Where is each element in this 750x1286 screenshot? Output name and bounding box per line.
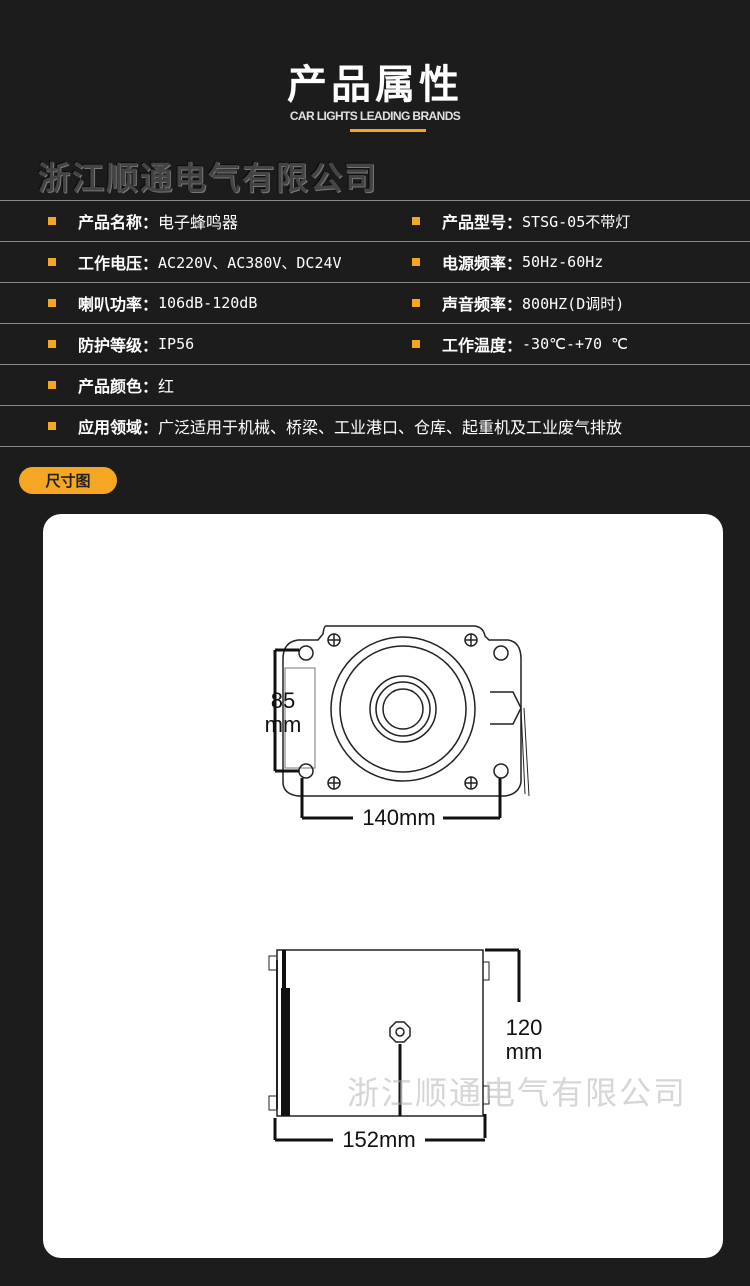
spec-value: 广泛适用于机械、桥梁、工业港口、仓库、起重机及工业废气排放 — [158, 418, 623, 437]
company-name: 浙江顺通电气有限公司 — [38, 159, 379, 197]
spec-value: -30℃-+70 ℃ — [522, 335, 628, 353]
spec-value: IP56 — [158, 335, 195, 353]
front-view-dimension-lines — [273, 648, 502, 820]
spec-value: 106dB-120dB — [158, 294, 258, 312]
spec-value: AC220V、AC380V、DC24V — [158, 253, 342, 272]
spec-item-application: 应用领域： 广泛适用于机械、桥梁、工业港口、仓库、起重机及工业废气排放 — [48, 406, 622, 446]
spec-item-model: 产品型号： STSG-05不带灯 — [412, 201, 630, 241]
spec-row: 产品颜色： 红 — [0, 364, 750, 405]
spec-row: 产品名称： 电子蜂鸣器 产品型号： STSG-05不带灯 — [0, 200, 750, 241]
watermark: 浙江顺通电气有限公司 — [347, 1074, 688, 1112]
dim-value: 85 — [270, 688, 296, 713]
front-height-label: 85 mm — [258, 689, 308, 737]
spec-value: STSG-05不带灯 — [522, 212, 631, 231]
spec-key: 工作电压： — [78, 254, 159, 273]
title-underline — [350, 129, 426, 132]
spec-item-color: 产品颜色： 红 — [48, 365, 174, 405]
spec-value: 800HZ(D调时) — [522, 294, 625, 313]
spec-key: 电源频率： — [442, 254, 523, 273]
bullet-icon — [412, 258, 420, 266]
dim-unit: mm — [264, 712, 302, 737]
side-height-label: 120 mm — [491, 1016, 557, 1064]
dimension-drawings — [268, 625, 530, 1142]
bullet-icon — [48, 217, 56, 225]
bullet-icon — [48, 258, 56, 266]
spec-row: 防护等级： IP56 工作温度： -30℃-+70 ℃ — [0, 323, 750, 364]
spec-key: 应用领域： — [78, 418, 159, 437]
bullet-icon — [48, 299, 56, 307]
dim-unit: mm — [505, 1039, 543, 1064]
spec-item-frequency: 电源频率： 50Hz-60Hz — [412, 242, 603, 282]
spec-item-name: 产品名称： 电子蜂鸣器 — [48, 201, 238, 241]
bullet-icon — [412, 299, 420, 307]
spec-row: 工作电压： AC220V、AC380V、DC24V 电源频率： 50Hz-60H… — [0, 241, 750, 282]
spec-row: 喇叭功率： 106dB-120dB 声音频率： 800HZ(D调时) — [0, 282, 750, 323]
front-view-drawing — [282, 625, 530, 797]
bullet-icon — [48, 381, 56, 389]
spec-item-temperature: 工作温度： -30℃-+70 ℃ — [412, 324, 628, 364]
side-view-dimension-lines — [273, 948, 521, 1142]
spec-key: 防护等级： — [78, 336, 159, 355]
spec-item-power: 喇叭功率： 106dB-120dB — [48, 283, 257, 323]
spec-key: 产品型号： — [442, 213, 523, 232]
spec-item-voltage: 工作电压： AC220V、AC380V、DC24V — [48, 242, 342, 282]
spec-value: 50Hz-60Hz — [522, 253, 604, 271]
spec-key: 产品颜色： — [78, 377, 159, 396]
front-width-label: 140mm — [362, 805, 436, 830]
side-view-drawing — [268, 949, 490, 1117]
page-title: 产品属性 — [287, 62, 463, 108]
bullet-icon — [48, 422, 56, 430]
dim-value: 120 — [505, 1015, 543, 1040]
side-width-label: 152mm — [342, 1127, 416, 1152]
spec-value: 电子蜂鸣器 — [158, 213, 239, 232]
spec-key: 产品名称： — [78, 213, 159, 232]
spec-key: 喇叭功率： — [78, 295, 159, 314]
spec-row: 应用领域： 广泛适用于机械、桥梁、工业港口、仓库、起重机及工业废气排放 — [0, 405, 750, 447]
spec-key: 工作温度： — [442, 336, 523, 355]
dimension-badge: 尺寸图 — [19, 467, 117, 494]
dimension-panel: 85 mm 140mm 120 mm 152mm 浙江顺通电气有限公司 — [43, 514, 723, 1258]
spec-item-protection: 防护等级： IP56 — [48, 324, 194, 364]
spec-item-sound-freq: 声音频率： 800HZ(D调时) — [412, 283, 624, 323]
spec-table: 产品名称： 电子蜂鸣器 产品型号： STSG-05不带灯 工作电压： AC220… — [0, 200, 750, 447]
bullet-icon — [412, 217, 420, 225]
header: 产品属性 CAR LIGHTS LEADING BRANDS 浙江顺通电气有限公… — [0, 0, 750, 197]
page-subtitle: CAR LIGHTS LEADING BRANDS — [289, 109, 461, 123]
bullet-icon — [48, 340, 56, 348]
spec-value: 红 — [158, 377, 175, 396]
spec-key: 声音频率： — [442, 295, 523, 314]
bullet-icon — [412, 340, 420, 348]
